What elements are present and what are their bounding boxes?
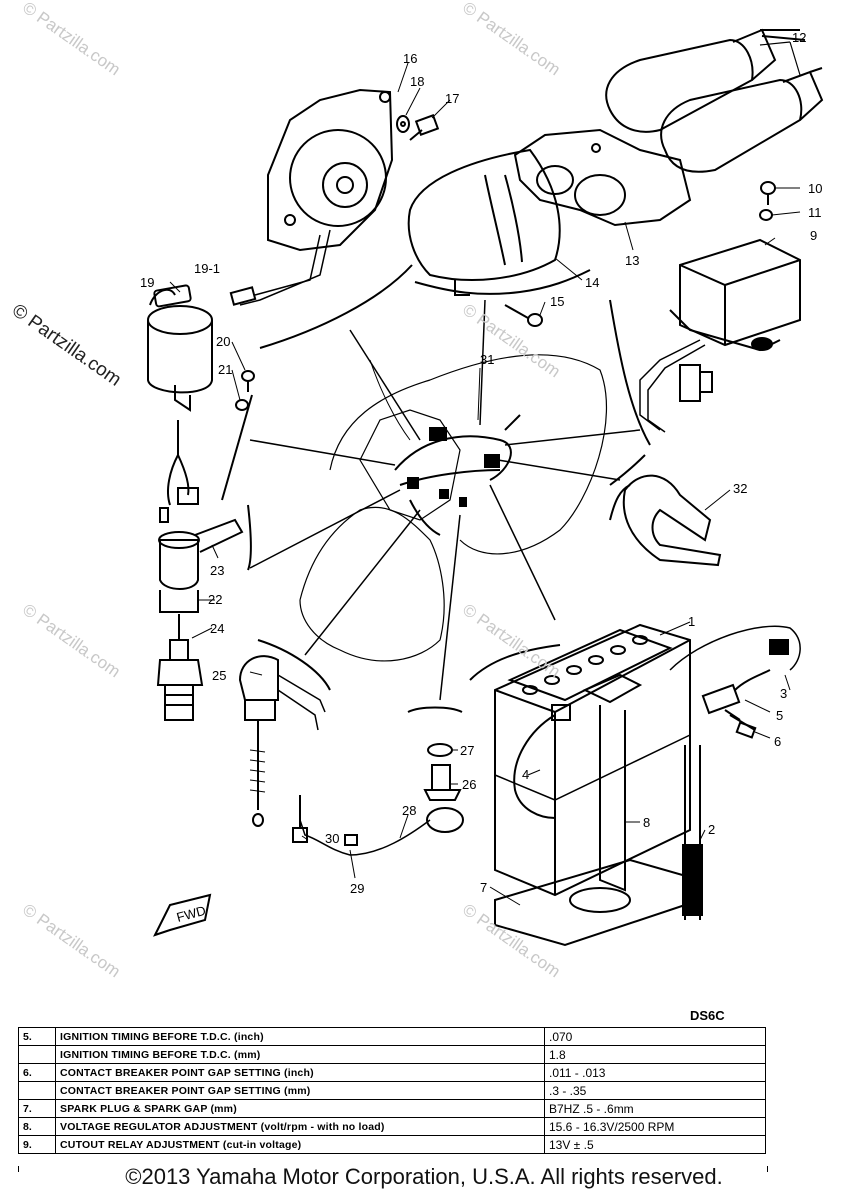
callout-31: 31 [480,352,494,367]
callout-24: 24 [210,621,224,636]
table-row: 5. IGNITION TIMING BEFORE T.D.C. (inch) … [18,1027,766,1046]
frame-outline [299,354,608,662]
breather-pipe-4 [513,704,571,819]
callout-9: 9 [810,228,817,243]
callout-7: 7 [480,880,487,895]
leader-lines [249,299,641,701]
model-code: DS6C [690,1008,725,1023]
table-row: 9. CUTOUT RELAY ADJUSTMENT (cut-in volta… [18,1135,766,1154]
spec-num: 7. [18,1099,56,1118]
neutral-switch-25 [238,655,326,827]
horn-bolt-17 [396,114,440,141]
callout-11: 11 [808,205,822,220]
callout-22: 22 [208,592,222,607]
spec-item: IGNITION TIMING BEFORE T.D.C. (mm) [55,1045,545,1064]
battery-band-8 [582,673,643,892]
callout-19-1: 19-1 [194,261,220,276]
fwd-label: FWD [175,903,207,925]
spec-num: 5. [18,1027,56,1046]
spark-plug-24 [156,614,204,721]
callout-2: 2 [708,822,715,837]
spec-value: .011 - .013 [544,1063,766,1082]
spec-num: 9. [18,1135,56,1154]
callout-13: 13 [625,253,639,268]
battery-1 [494,623,691,897]
callout-4: 4 [522,767,529,782]
main-switch-19 [147,284,213,523]
spec-num [18,1045,56,1064]
spec-item: VOLTAGE REGULATOR ADJUSTMENT (volt/rpm -… [55,1117,545,1136]
spec-value: 1.8 [544,1045,766,1064]
wiring-harness-31 [394,414,521,536]
spark-plug-cap-23 [158,518,244,613]
callout-10: 10 [808,181,822,196]
horn-16 [229,88,394,306]
callout-28: 28 [402,803,416,818]
callout-25: 25 [212,668,226,683]
callout-30: 30 [325,831,339,846]
truncated-row [18,1166,768,1172]
callout-27: 27 [460,743,474,758]
table-row: CONTACT BREAKER POINT GAP SETTING (mm) .… [18,1081,766,1100]
spec-item: IGNITION TIMING BEFORE T.D.C. (inch) [55,1027,545,1046]
callout-6: 6 [774,734,781,749]
callout-20: 20 [216,334,230,349]
battery-case-7 [494,858,701,947]
coil-bracket-13 [513,128,692,227]
overflow-pipe-2 [682,745,703,920]
spec-item: CONTACT BREAKER POINT GAP SETTING (mm) [55,1081,545,1100]
oil-level-gauge-26 [292,743,464,856]
spec-value: B7HZ .5 - .6mm [544,1099,766,1118]
callout-8: 8 [643,815,650,830]
table-row: IGNITION TIMING BEFORE T.D.C. (mm) 1.8 [18,1045,766,1064]
callout-5: 5 [776,708,783,723]
parts-diagram: 1 2 3 4 5 6 7 8 9 10 11 12 13 14 15 16 1… [140,28,824,947]
spec-value: .070 [544,1027,766,1046]
table-row: 7. SPARK PLUG & SPARK GAP (mm) B7HZ .5 -… [18,1099,766,1118]
coil-cover-14 [407,148,561,296]
spec-num: 6. [18,1063,56,1082]
callout-23: 23 [210,563,224,578]
callout-18: 18 [410,74,424,89]
callout-26: 26 [462,777,476,792]
spec-value: 13V ± .5 [544,1135,766,1154]
copyright: ©2013 Yamaha Motor Corporation, U.S.A. A… [125,1164,723,1189]
callout-29: 29 [350,881,364,896]
callout-21: 21 [218,362,232,377]
callout-15: 15 [550,294,564,309]
switch-screw-20 [235,370,255,411]
callout-14: 14 [585,275,599,290]
callout-17: 17 [445,91,459,106]
forward-arrow-icon [153,893,212,937]
spec-num: 8. [18,1117,56,1136]
callout-leaders [169,62,801,906]
spec-num [18,1081,56,1100]
holder-32 [622,474,722,567]
spec-table: 5. IGNITION TIMING BEFORE T.D.C. (inch) … [18,1027,766,1154]
callout-numbers: 1 2 3 4 5 6 7 8 9 10 11 12 13 14 15 16 1… [140,30,822,925]
table-row: 8. VOLTAGE REGULATOR ADJUSTMENT (volt/rp… [18,1117,766,1136]
spec-value: 15.6 - 16.3V/2500 RPM [544,1117,766,1136]
callout-19: 19 [140,275,154,290]
spec-item: SPARK PLUG & SPARK GAP (mm) [55,1099,545,1118]
callout-3: 3 [780,686,787,701]
spec-item: CUTOUT RELAY ADJUSTMENT (cut-in voltage) [55,1135,545,1154]
callout-16: 16 [403,51,417,66]
spec-value: .3 - .35 [544,1081,766,1100]
callout-32: 32 [733,481,747,496]
screw-15 [504,304,543,327]
callout-1: 1 [688,614,695,629]
ignition-coils-12 [605,28,824,173]
voltage-regulator-9 [639,238,801,433]
fuse-holder-5 [669,625,801,739]
spec-item: CONTACT BREAKER POINT GAP SETTING (inch) [55,1063,545,1082]
callout-12: 12 [792,30,806,45]
table-row: 6. CONTACT BREAKER POINT GAP SETTING (in… [18,1063,766,1082]
group-brackets [221,264,651,713]
regulator-screw-10 [759,181,776,221]
